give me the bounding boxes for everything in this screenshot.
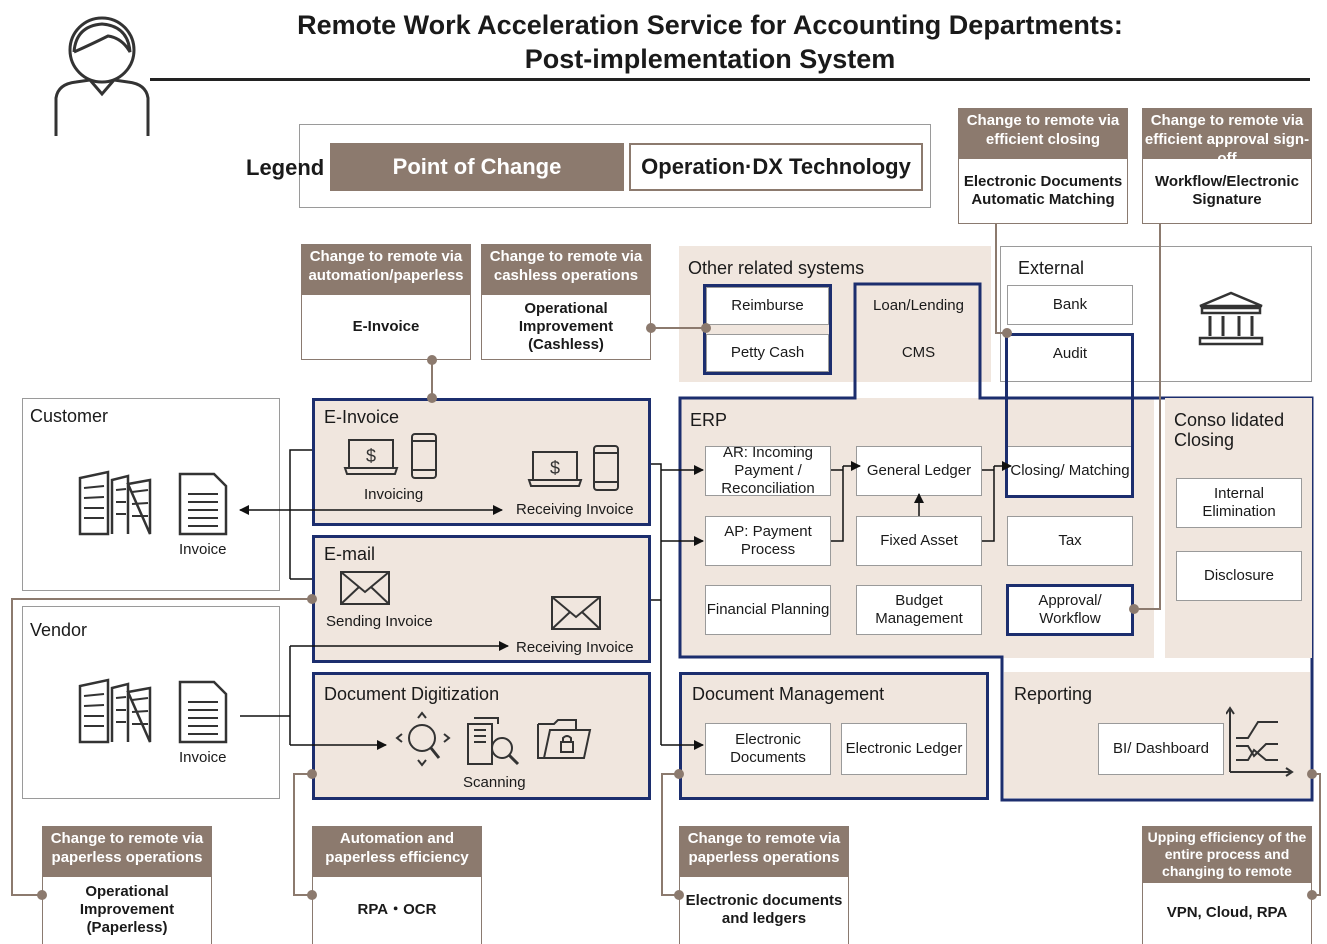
callout-body: RPA・OCR — [357, 901, 437, 918]
callout-header: Change to remote via automation/paperles… — [302, 245, 470, 295]
callout-automation-paperless: Change to remote via automation/paperles… — [301, 244, 471, 360]
callout-body: Electronic Documents Automatic Matching — [963, 173, 1123, 208]
legend-operation-dx: Operation·DX Technology — [629, 143, 923, 191]
legend-label: Legend — [246, 155, 325, 180]
chart-icon — [1226, 706, 1294, 777]
customer-label: Customer — [30, 406, 109, 426]
sending-invoice-label: Sending Invoice — [326, 613, 433, 630]
email-panel — [312, 535, 651, 663]
callout-header: Change to remote via efficient closing — [959, 109, 1127, 159]
ar-box: AR: Incoming Payment / Reconciliation — [705, 444, 831, 497]
email-receiving-label: Receiving Invoice — [516, 639, 634, 656]
disclosure-box: Disclosure — [1176, 551, 1302, 601]
consolidated-panel — [1165, 398, 1312, 658]
document-icon — [178, 680, 228, 744]
customer-invoice-label: Invoice — [179, 541, 227, 558]
bank-building-icon — [1198, 291, 1264, 346]
document-icon — [178, 472, 228, 536]
petty-cash-box: Petty Cash — [706, 334, 829, 372]
callout-vpn-cloud: Upping efficiency of the entire process … — [1142, 826, 1312, 944]
approval-workflow-box: Approval/ Workflow — [1006, 584, 1134, 636]
audit-closing-group — [1005, 333, 1134, 498]
callout-cashless: Change to remote via cashless operations… — [481, 244, 651, 360]
einvoice-label: E-Invoice — [324, 407, 400, 427]
external-label: External — [1018, 258, 1085, 278]
smartphone-icon — [411, 433, 437, 479]
scanning-label: Scanning — [463, 774, 526, 791]
envelope-icon — [551, 596, 601, 630]
general-ledger-box: General Ledger — [856, 446, 982, 496]
electronic-documents-box: Electronic Documents — [705, 723, 831, 775]
bi-dashboard-box: BI/ Dashboard — [1098, 723, 1224, 775]
vendor-label: Vendor — [30, 620, 88, 640]
laptop-icon: $ — [343, 439, 399, 475]
erp-label: ERP — [690, 410, 728, 430]
callout-header: Upping efficiency of the entire process … — [1143, 827, 1311, 883]
callout-header: Change to remote via cashless operations — [482, 245, 650, 295]
office-building-icon — [78, 470, 152, 536]
reimburse-box: Reimburse — [706, 287, 829, 325]
callout-body: Electronic documents and ledgers — [685, 892, 843, 927]
locked-folder-icon — [537, 719, 592, 759]
audit-box: Audit — [1052, 345, 1088, 362]
title-line-1: Remote Work Acceleration Service for Acc… — [297, 10, 1123, 40]
email-label: E-mail — [324, 544, 376, 564]
callout-body: Workflow/Electronic Signature — [1155, 173, 1299, 208]
vendor-invoice-label: Invoice — [179, 749, 227, 766]
legend-point-of-change: Point of Change — [330, 143, 624, 191]
office-building-icon — [78, 678, 152, 744]
callout-header: Change to remote via paperless operation… — [43, 827, 211, 877]
other-systems-label: Other related systems — [688, 258, 865, 278]
callout-body: Operational Improvement (Cashless) — [518, 300, 614, 353]
callout-efficient-approval: Change to remote via efficient approval … — [1142, 108, 1312, 224]
fixed-asset-box: Fixed Asset — [856, 516, 982, 566]
callout-body: Operational Improvement (Paperless) — [79, 883, 175, 936]
internal-elimination-box: Internal Elimination — [1176, 478, 1302, 528]
callout-header: Change to remote via efficient approval … — [1143, 109, 1311, 167]
smartphone-icon — [593, 445, 619, 491]
callout-rpa-ocr: Automation and paperless efficiency RPA・… — [312, 826, 482, 944]
callout-header: Automation and paperless efficiency — [313, 827, 481, 877]
invoicing-label: Invoicing — [364, 486, 424, 503]
budget-management-box: Budget Management — [856, 585, 982, 635]
einvoice-receiving-label: Receiving Invoice — [516, 501, 634, 518]
svg-text:$: $ — [366, 446, 376, 466]
callout-body: E-Invoice — [352, 318, 420, 335]
loan-lending-box: Loan/Lending — [873, 297, 964, 314]
document-search-icon — [467, 717, 520, 766]
document-management-label: Document Management — [692, 684, 885, 704]
callout-paperless-vendor: Change to remote via paperless operation… — [42, 826, 212, 944]
person-icon — [54, 16, 150, 136]
digitization-label: Document Digitization — [324, 684, 500, 704]
magnifier-scan-icon — [395, 711, 451, 767]
laptop-icon: $ — [527, 451, 583, 487]
callout-header: Change to remote via paperless operation… — [680, 827, 848, 877]
cms-box: CMS — [901, 344, 936, 361]
ap-box: AP: Payment Process — [705, 516, 831, 566]
svg-text:$: $ — [550, 458, 560, 478]
callout-efficient-closing: Change to remote via efficient closing E… — [958, 108, 1128, 224]
title-line-2: Post-implementation System — [524, 44, 896, 74]
title-divider — [150, 78, 1310, 81]
callout-body: VPN, Cloud, RPA — [1166, 904, 1288, 921]
consolidated-label: Conso lidated Closing — [1174, 410, 1285, 450]
financial-planning-box: Financial Planning — [705, 585, 831, 635]
closing-matching-box: Closing/ Matching — [1007, 446, 1133, 496]
reporting-label: Reporting — [1014, 684, 1093, 704]
electronic-ledger-box: Electronic Ledger — [841, 723, 967, 775]
page-title: Remote Work Acceleration Service for Acc… — [200, 8, 1220, 76]
envelope-icon — [340, 571, 390, 605]
tax-box: Tax — [1007, 516, 1133, 566]
callout-electronic-docs: Change to remote via paperless operation… — [679, 826, 849, 944]
bank-box: Bank — [1007, 285, 1133, 325]
